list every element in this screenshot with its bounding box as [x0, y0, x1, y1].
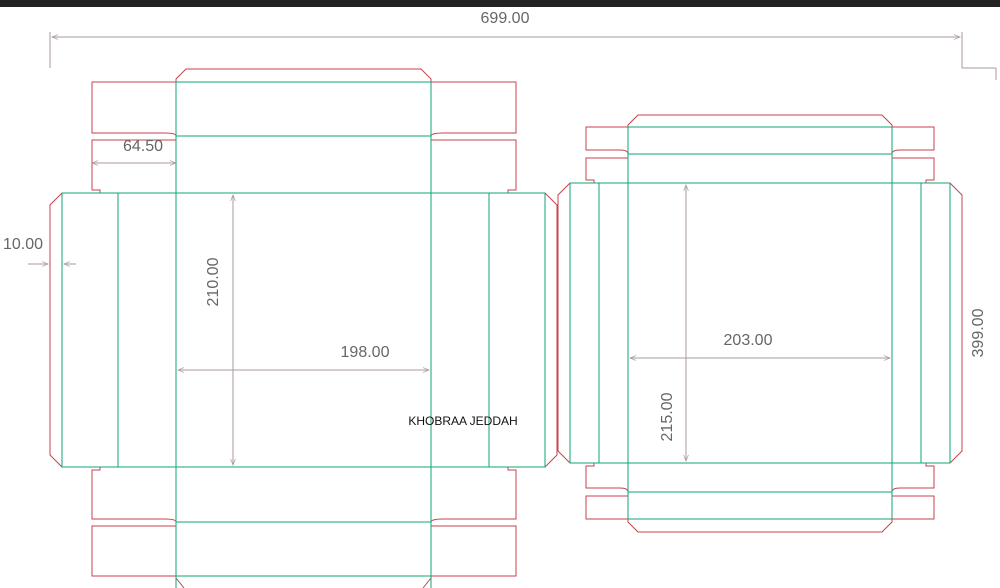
side-gap-label: 10.00 [3, 236, 43, 253]
dimension-lines [28, 32, 997, 466]
left-box-fold-lines [61, 81, 546, 588]
right-box-fold-lines [569, 126, 951, 520]
right-box-width-label: 203.00 [724, 332, 773, 349]
right-box-height-label: 215.00 [659, 392, 676, 441]
left-box-height-label: 210.00 [205, 257, 222, 306]
left-box-width-label: 198.00 [341, 344, 390, 361]
brand-label: KHOBRAA JEDDAH [408, 414, 517, 428]
overall-height-label: 399.00 [970, 308, 987, 357]
right-box-cut-lines [557, 114, 963, 533]
flap-width-label: 64.50 [123, 138, 163, 155]
top-bar [0, 0, 1000, 7]
overall-width-label: 699.00 [481, 10, 530, 27]
